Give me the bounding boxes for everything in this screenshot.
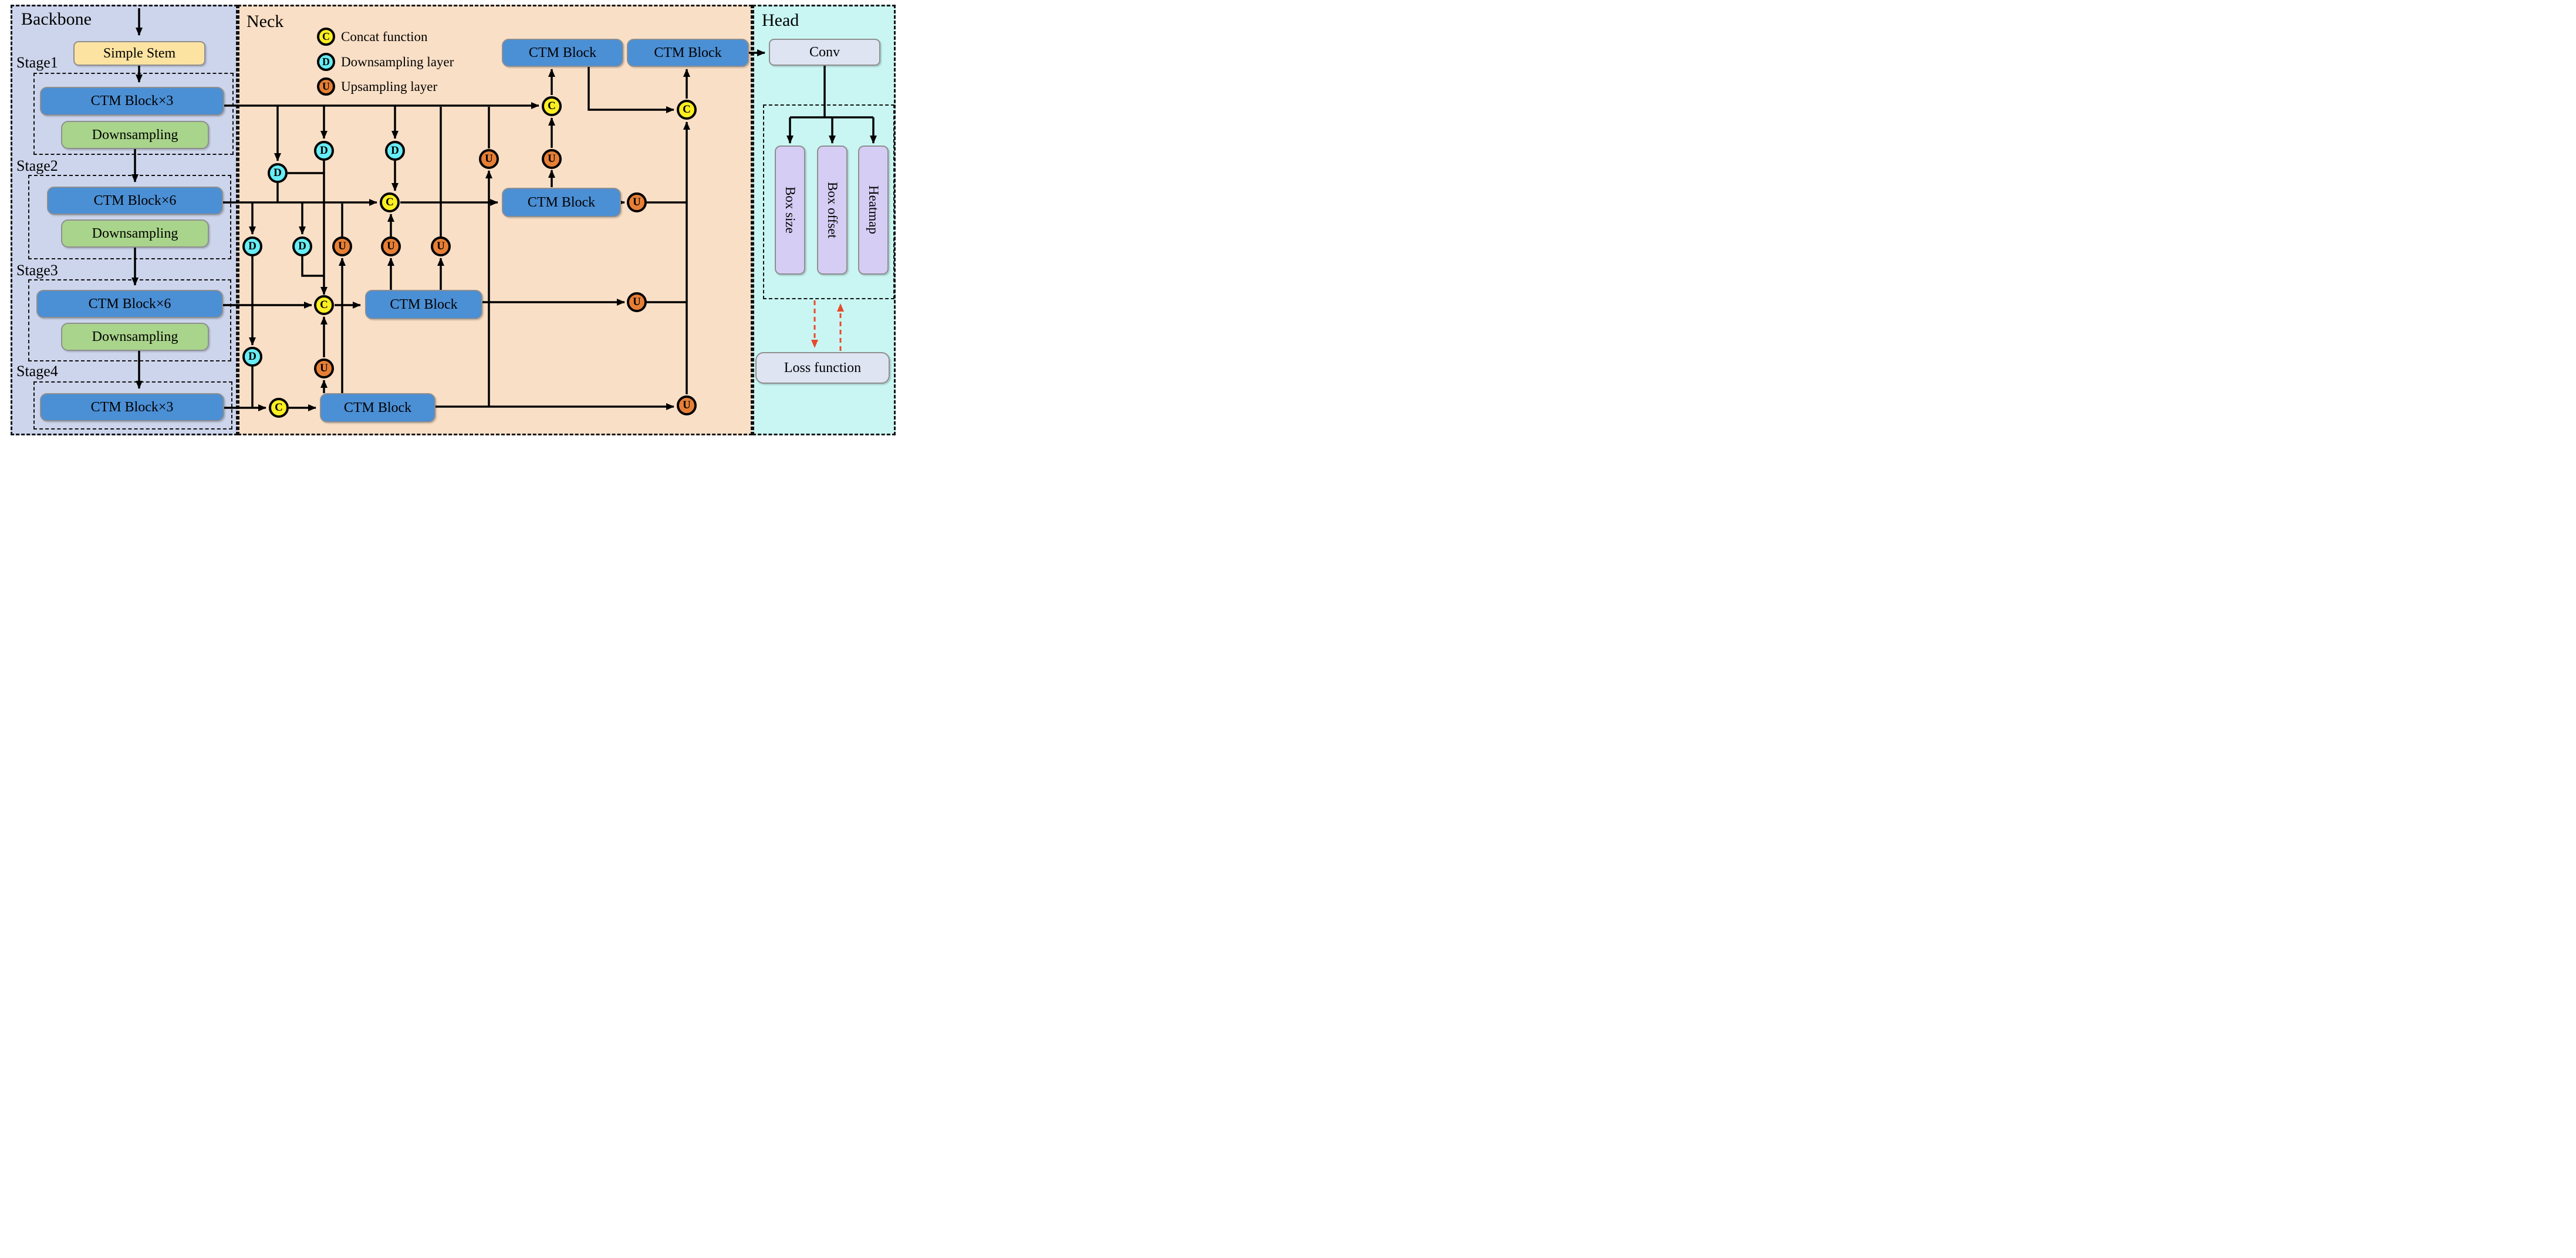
up-node-c: U [431, 236, 451, 256]
legend-downsampling-label: Downsampling layer [341, 54, 454, 69]
up-node-a: U [332, 236, 352, 256]
neck-ctm-bottom: CTM Block [320, 393, 435, 422]
stage3-box [28, 279, 231, 361]
simple-stem-label: Simple Stem [103, 45, 176, 61]
upsampling-icon: U [317, 77, 335, 96]
concat-node-top2: C [677, 100, 697, 120]
neck-ctm-top-left-label: CTM Block [528, 45, 597, 60]
stage3-label: Stage3 [16, 262, 58, 279]
conv-block: Conv [769, 39, 880, 66]
down-node-c: D [385, 141, 405, 161]
stage1-ctm-block: CTM Block×3 [40, 87, 224, 116]
stage1-label: Stage1 [16, 54, 58, 71]
heatmap-block: Heatmap [858, 146, 889, 275]
neck-ctm-lower-middle-label: CTM Block [390, 296, 458, 312]
connector-lines [131, 8, 877, 411]
down-node-b: D [314, 141, 334, 161]
stage3-ctm-label: CTM Block×6 [88, 296, 171, 312]
stage2-ctm-block: CTM Block×6 [47, 187, 223, 215]
stage1-downsampling-label: Downsampling [92, 127, 178, 143]
up-node-row1: U [479, 149, 499, 169]
down-node-a: D [268, 163, 288, 183]
stage2-label: Stage2 [16, 157, 58, 174]
backbone-title: Backbone [21, 9, 92, 29]
stage4-ctm-label: CTM Block×3 [90, 399, 174, 415]
box-size-block: Box size [775, 146, 805, 275]
stage2-downsampling-label: Downsampling [92, 225, 178, 241]
head-outputs-box [763, 104, 894, 299]
concat-node-top1: C [542, 96, 562, 116]
stage4-ctm-block: CTM Block×3 [40, 393, 224, 421]
up-node-below-mid2: U [314, 359, 334, 378]
box-offset-block: Box offset [817, 146, 848, 275]
down-node-f: D [242, 347, 262, 367]
stage2-downsampling-block: Downsampling [61, 219, 209, 248]
box-offset-label: Box offset [825, 181, 840, 239]
stage1-box [33, 73, 234, 155]
conv-label: Conv [809, 44, 840, 60]
stage2-ctm-label: CTM Block×6 [93, 192, 177, 208]
neck-title: Neck [247, 12, 284, 31]
concat-node-bottom: C [269, 398, 289, 418]
concat-icon: C [317, 28, 335, 46]
down-node-d: D [242, 236, 262, 256]
neck-ctm-lower-middle: CTM Block [365, 290, 482, 319]
legend-upsampling: U Upsampling layer [317, 77, 437, 96]
neck-ctm-bottom-label: CTM Block [343, 400, 412, 415]
up-node-bottom-right: U [677, 395, 697, 415]
neck-ctm-top-right-label: CTM Block [654, 45, 722, 60]
stage1-downsampling-block: Downsampling [61, 121, 209, 149]
simple-stem-block: Simple Stem [73, 41, 205, 66]
neck-ctm-top-left: CTM Block [502, 39, 623, 67]
concat-node-mid2: C [314, 295, 334, 315]
stage4-box [33, 381, 232, 430]
stage3-ctm-block: CTM Block×6 [36, 290, 223, 318]
downsampling-icon: D [317, 53, 335, 71]
heatmap-label: Heatmap [866, 185, 881, 235]
legend-downsampling: D Downsampling layer [317, 53, 454, 71]
legend-concat: C Concat function [317, 28, 428, 46]
architecture-diagram: Backbone Neck Head Stage1 Stage2 Stage3 … [0, 0, 902, 440]
box-size-label: Box size [783, 187, 798, 234]
neck-ctm-middle: CTM Block [502, 188, 621, 217]
stage4-label: Stage4 [16, 363, 58, 380]
up-node-b: U [381, 236, 401, 256]
legend-concat-label: Concat function [341, 29, 428, 44]
down-node-e: D [292, 236, 312, 256]
head-title: Head [762, 11, 799, 30]
stage3-downsampling-label: Downsampling [92, 329, 178, 344]
neck-ctm-middle-label: CTM Block [527, 194, 596, 210]
loss-function-label: Loss function [784, 360, 862, 376]
stage2-box [28, 175, 231, 259]
legend-upsampling-label: Upsampling layer [341, 79, 438, 94]
neck-ctm-top-right: CTM Block [627, 39, 749, 67]
stage1-ctm-label: CTM Block×3 [90, 93, 174, 109]
concat-node-mid1: C [380, 192, 400, 212]
up-node-mid-right: U [627, 192, 647, 212]
up-node-top1: U [542, 149, 562, 169]
up-node-lower-right: U [627, 292, 647, 312]
loss-function-block: Loss function [755, 352, 890, 384]
stage3-downsampling-block: Downsampling [61, 323, 209, 351]
